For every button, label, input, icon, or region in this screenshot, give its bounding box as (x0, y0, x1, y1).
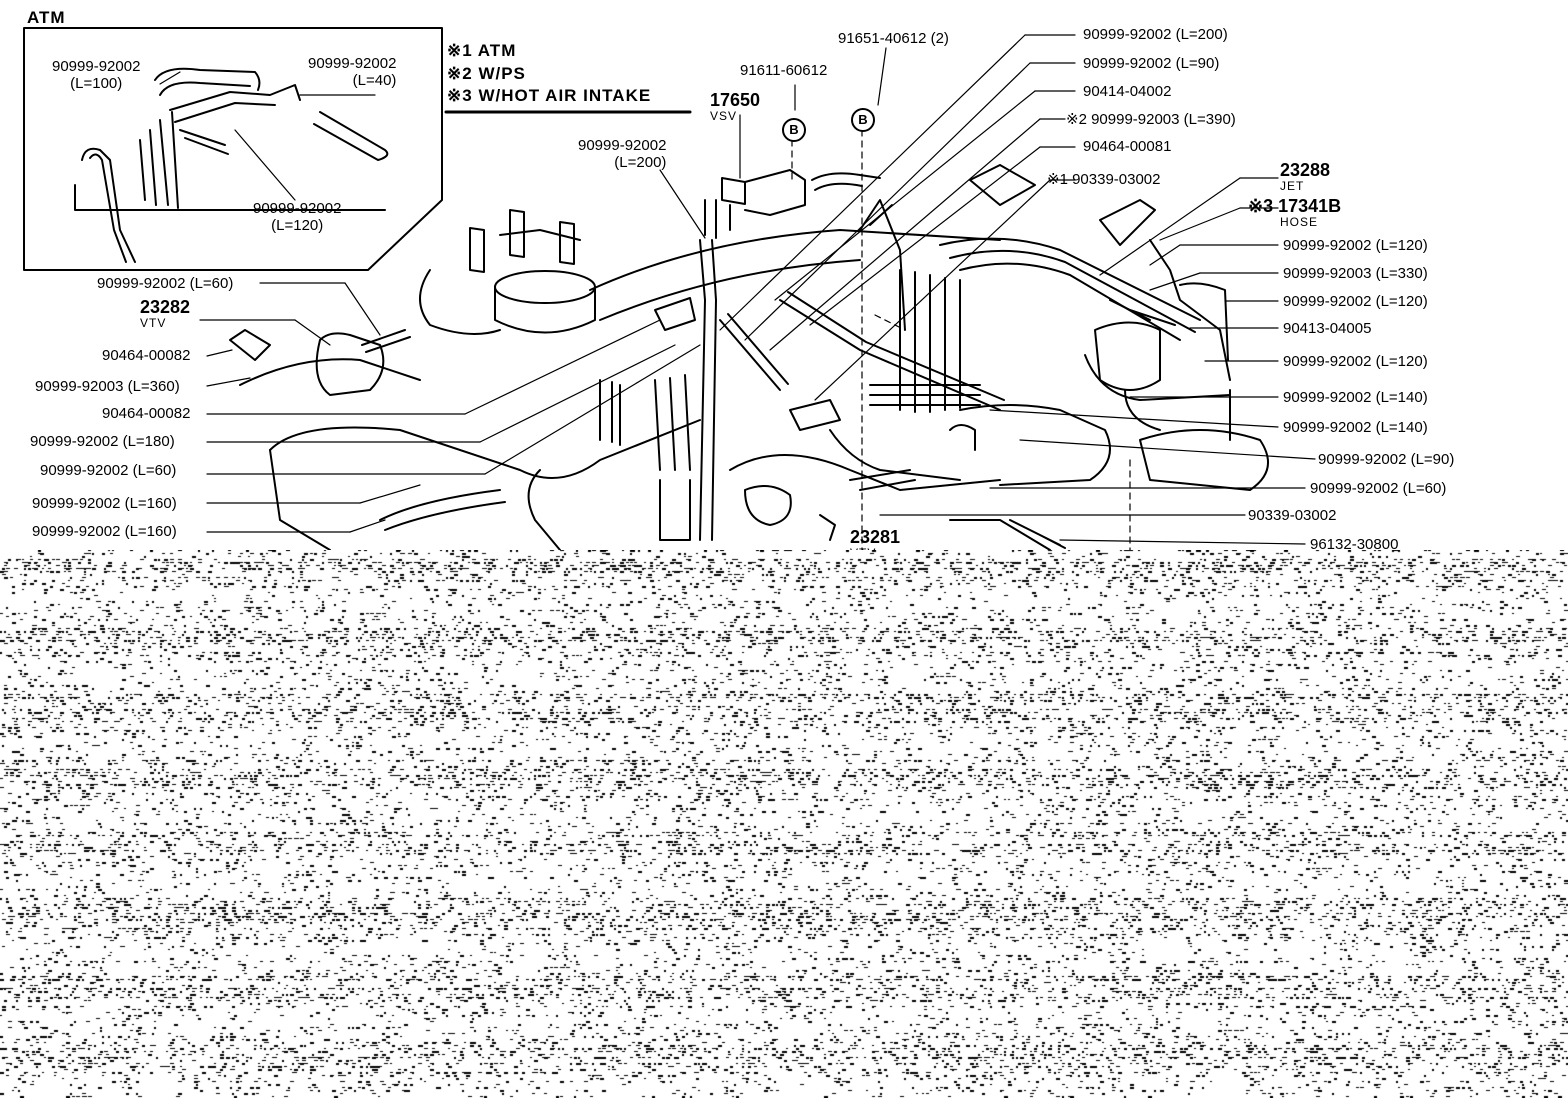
part-number: 90999-92002 (578, 137, 667, 154)
note-mark: ※3 (447, 86, 473, 105)
ref-circle-b-left: B (782, 118, 806, 142)
label-left-hose-l360: 90999-92003 (L=360) (35, 378, 180, 395)
note-mark: ※1 (447, 41, 473, 60)
label-right-90339-03002-upper: ※1 90339-03002 (1047, 171, 1161, 188)
scan-noise-band (0, 550, 1568, 1098)
label-right-90339-03002-lower: 90339-03002 (1248, 507, 1337, 524)
inset-label-hose-l120: 90999-92002 (L=120) (253, 200, 341, 234)
part-number: 23282 (140, 297, 191, 317)
label-right-hose-l140-b: 90999-92002 (L=140) (1283, 419, 1428, 436)
label-right-90413-04005: 90413-04005 (1283, 320, 1372, 337)
part-number: 90999-92002 (308, 55, 397, 72)
part-name: JET (1280, 179, 1305, 193)
note-wps: ※2 W/PS (447, 65, 526, 82)
label-left-clip-90464-00082-lower: 90464-00082 (102, 405, 191, 422)
ref-circle-b-right: B (851, 108, 875, 132)
label-left-hose-l180: 90999-92002 (L=180) (30, 433, 175, 450)
label-right-hose-l120-a: 90999-92002 (L=120) (1283, 237, 1428, 254)
note-mark: ※2 (447, 64, 473, 83)
label-91651-40612: 91651-40612 (2) (838, 30, 949, 47)
label-vsv-hose-l200: 90999-92002 (L=200) (578, 137, 666, 171)
label-23288-jet: 23288 JET (1280, 160, 1330, 193)
inset-title: ATM (27, 8, 66, 27)
label-left-hose-l60-lower: 90999-92002 (L=60) (40, 462, 177, 479)
label-right-90414-04002: 90414-04002 (1083, 83, 1172, 100)
label-91611-60612: 91611-60612 (740, 62, 828, 79)
hose-length: (L=200) (614, 154, 667, 171)
inset-frame (23, 27, 443, 271)
note-text: W/HOT AIR INTAKE (478, 86, 652, 105)
label-left-clip-90464-00082: 90464-00082 (102, 347, 191, 364)
note-hot-air-intake: ※3 W/HOT AIR INTAKE (447, 87, 651, 104)
hose-length: (L=40) (352, 72, 397, 89)
note-text: ATM (477, 41, 517, 60)
label-17650-vsv: 17650 VSV (710, 90, 760, 123)
inset-hose (81, 147, 136, 263)
label-right-hose-l200: 90999-92002 (L=200) (1083, 26, 1228, 43)
label-right-hose-l140-a: 90999-92002 (L=140) (1283, 389, 1428, 406)
label-right-hose-l90-lower: 90999-92002 (L=90) (1318, 451, 1455, 468)
inset-label-hose-l100: 90999-92002 (L=100) (52, 58, 140, 92)
label-right-96132-30800: 96132-30800 (1310, 536, 1399, 553)
note-atm: ※1 ATM (447, 42, 516, 59)
label-right-hose-l120-c: 90999-92002 (L=120) (1283, 353, 1428, 370)
label-right-hose-l390: ※2 90999-92003 (L=390) (1066, 111, 1236, 128)
label-left-hose-l60-upper: 90999-92002 (L=60) (97, 275, 234, 292)
part-number: ※3 17341B (1248, 196, 1342, 216)
part-name: VSV (710, 109, 738, 123)
label-23282-vtv: 23282 VTV (140, 297, 190, 330)
part-number: 90999-92002 (253, 200, 342, 217)
label-right-hose-l60: 90999-92002 (L=60) (1310, 480, 1447, 497)
part-name: VTV (140, 316, 167, 330)
part-number: 23288 (1280, 160, 1331, 180)
label-17341b-hose: ※3 17341B HOSE (1248, 196, 1341, 229)
inset-label-hose-l40: 90999-92002 (L=40) (308, 55, 396, 89)
label-right-90464-00081: 90464-00081 (1083, 138, 1172, 155)
label-right-hose-l120-b: 90999-92002 (L=120) (1283, 293, 1428, 310)
part-name: HOSE (1280, 215, 1319, 229)
note-text: W/PS (478, 64, 526, 83)
label-right-hose-l90: 90999-92002 (L=90) (1083, 55, 1220, 72)
label-left-hose-l160-upper: 90999-92002 (L=160) (32, 495, 177, 512)
hose-length: (L=100) (70, 75, 123, 92)
hose-length: (L=120) (271, 217, 324, 234)
part-number: 90999-92002 (52, 58, 141, 75)
label-right-hose-l330: 90999-92003 (L=330) (1283, 265, 1428, 282)
part-number: 23281 (850, 527, 901, 547)
part-number: 17650 (710, 90, 761, 110)
label-left-hose-l160-lower: 90999-92002 (L=160) (32, 523, 177, 540)
